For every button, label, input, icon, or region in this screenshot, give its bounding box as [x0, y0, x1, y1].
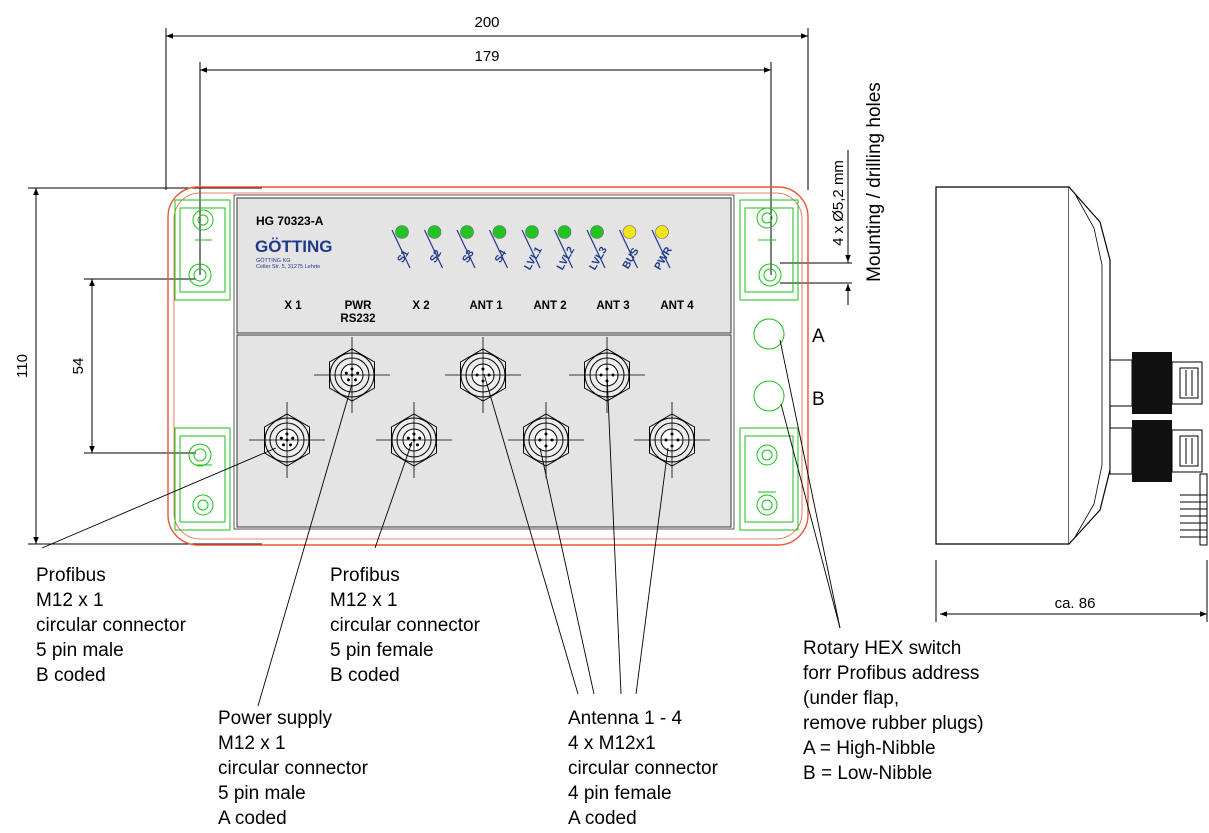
led-s3: S3 — [456, 225, 477, 269]
callout-line: circular connector — [330, 615, 481, 636]
mounting-brackets — [174, 199, 799, 531]
callout-line: 4 x M12x1 — [568, 733, 656, 754]
led-divider — [553, 229, 574, 269]
callout-line: forr Profibus address — [803, 663, 979, 684]
led-light — [590, 225, 604, 239]
led-divider — [488, 229, 509, 269]
port-label: X 2 — [412, 300, 429, 312]
callout-profibus-male: Profibus M12 x 1 circular connector 5 pi… — [36, 565, 187, 686]
port-label: PWR — [345, 300, 373, 312]
led-light — [557, 225, 572, 239]
address-label: Celler Str. 5, 31275 Lehrte — [256, 264, 320, 270]
rotary-switch-b — [753, 380, 785, 412]
callout-line: A coded — [568, 808, 637, 829]
dimension-depth: ca. 86 — [1055, 595, 1096, 612]
callout-profibus-female: Profibus M12 x 1 circular connector 5 pi… — [330, 565, 481, 686]
hole-note-label: Mounting / drilling holes — [864, 82, 885, 282]
port-label: ANT 2 — [533, 300, 566, 312]
connector-pwr — [314, 337, 390, 413]
led-divider — [586, 229, 606, 269]
callout-line: Rotary HEX switch — [803, 638, 961, 659]
callout-power-supply: Power supply M12 x 1 circular connector … — [218, 708, 369, 829]
led-divider — [391, 229, 411, 269]
connector-ant1 — [445, 337, 521, 413]
led-divider — [423, 229, 444, 269]
led-light — [395, 225, 409, 239]
callout-line: 4 pin female — [568, 783, 672, 804]
dimension-200: 200 — [474, 14, 499, 31]
model-label: HG 70323-A — [256, 214, 324, 228]
dimension-110: 110 — [14, 354, 31, 378]
led-s1: S1 — [391, 225, 412, 269]
led-light — [460, 225, 474, 239]
connector-x2 — [376, 402, 452, 478]
connector-x1 — [249, 402, 325, 478]
rotary-switch-a — [753, 318, 785, 350]
led-label: S1 — [395, 248, 412, 265]
port-label: ANT 3 — [596, 300, 629, 312]
callout-line: Profibus — [36, 565, 106, 586]
led-divider — [618, 229, 639, 269]
led-divider — [651, 229, 671, 269]
callout-line: B coded — [36, 665, 106, 686]
callout-rotary-switch: Rotary HEX switch forr Profibus address … — [803, 638, 984, 784]
led-light — [427, 225, 442, 239]
port-label: ANT 1 — [469, 300, 503, 312]
callout-line: M12 x 1 — [330, 590, 398, 611]
callout-antenna: Antenna 1 - 4 4 x M12x1 circular connect… — [568, 708, 719, 829]
callout-line: circular connector — [36, 615, 187, 636]
led-label: S2 — [427, 248, 444, 265]
callout-line: M12 x 1 — [36, 590, 104, 611]
side-view — [935, 186, 1208, 546]
mounting-holes — [188, 207, 782, 516]
switch-label-a: A — [812, 326, 825, 347]
callout-line: circular connector — [218, 758, 369, 779]
led-label: S4 — [492, 248, 509, 265]
callout-line: 5 pin female — [330, 640, 434, 661]
port-sublabel-rs232: RS232 — [340, 313, 375, 325]
port-labels: X 1 PWR X 2 ANT 1 ANT 2 ANT 3 ANT 4 — [284, 300, 694, 312]
led-light — [655, 225, 669, 239]
port-label: X 1 — [284, 300, 302, 312]
callout-line: A coded — [218, 808, 287, 829]
callout-line: B = Low-Nibble — [803, 763, 932, 784]
callout-line: B coded — [330, 665, 400, 686]
callout-line: A = High-Nibble — [803, 738, 936, 759]
switch-label-b: B — [812, 389, 825, 410]
callout-line: remove rubber plugs) — [803, 713, 984, 734]
port-label: ANT 4 — [660, 300, 694, 312]
callout-line: Power supply — [218, 708, 333, 729]
callout-line: 5 pin male — [36, 640, 124, 661]
led-light — [622, 225, 637, 239]
callout-line: (under flap, — [803, 688, 899, 709]
callout-line: M12 x 1 — [218, 733, 286, 754]
callout-line: Antenna 1 - 4 — [568, 708, 683, 729]
callout-line: 5 pin male — [218, 783, 306, 804]
led-divider — [521, 229, 541, 269]
connector-ant2 — [508, 402, 584, 478]
led-s2: S2 — [423, 225, 444, 269]
led-divider — [456, 229, 476, 269]
dimension-179: 179 — [474, 48, 499, 65]
callout-line: circular connector — [568, 758, 719, 779]
led-label: S3 — [460, 248, 477, 265]
led-light — [525, 225, 539, 239]
leader-lines — [41, 339, 841, 707]
callout-line: Profibus — [330, 565, 400, 586]
brand-logo: GÖTTING — [255, 237, 332, 256]
dimension-lines — [28, 28, 1208, 622]
led-s4: S4 — [488, 225, 509, 269]
hole-spec-label: 4 x Ø5,2 mm — [830, 160, 847, 246]
dimension-54: 54 — [70, 358, 87, 375]
connector-ant4 — [634, 402, 710, 478]
company-label: GÖTTING KG — [256, 257, 291, 264]
led-light — [492, 225, 507, 239]
